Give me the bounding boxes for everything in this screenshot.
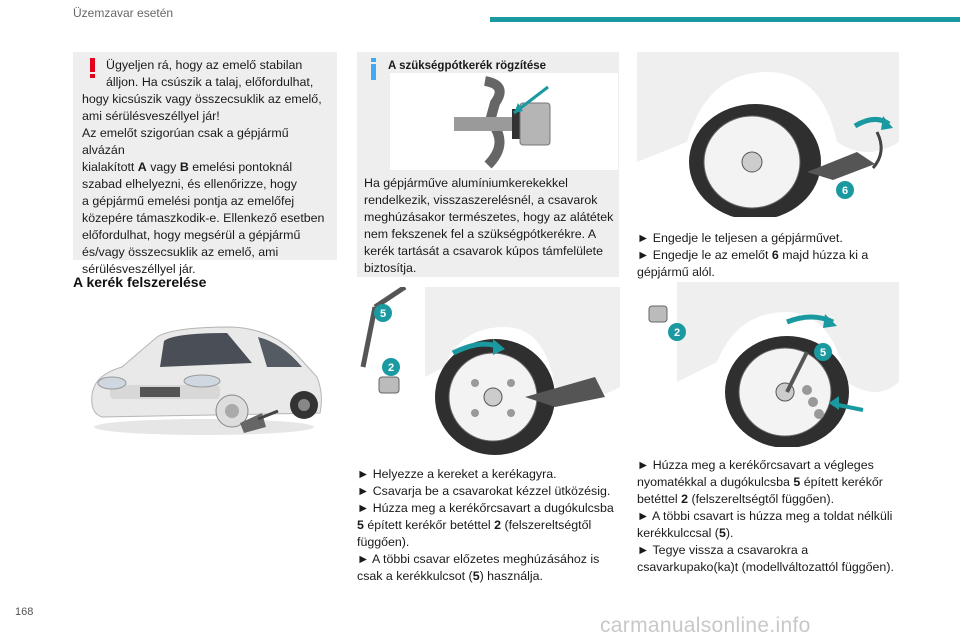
info-box-title: A szükségpótkerék rögzítése — [388, 60, 547, 72]
warning-line: kialakított A vagy B emelési pontoknál — [82, 160, 293, 174]
ref-number: 6 — [771, 248, 779, 262]
step-item: ► Engedje le az emelőt 6 majd húzza ki a — [637, 247, 907, 264]
step-item: ► Engedje le teljesen a gépjárművet. — [637, 231, 843, 245]
warning-text: Ügyeljen rá, hogy az emelő stabilan állj… — [82, 57, 334, 278]
step-item: ► A többi csavar előzetes meghúzásához i… — [357, 552, 600, 566]
warning-line: és/vagy összecsuklik az emelő, ami — [82, 245, 279, 259]
step-text: majd húzza ki a — [778, 248, 869, 262]
step-item: kerékkulccsal (5). — [637, 525, 912, 542]
callout-2: 2 — [674, 327, 680, 339]
info-paragraph: Ha gépjárműve alumíniumkerekekkel rendel… — [364, 176, 614, 275]
ref-number: 5 — [472, 569, 480, 583]
warning-line: előfordulhat, hogy megsérül a gépjármű — [82, 228, 301, 242]
warning-line: szabad elhelyezni, és ellenőrizze, hogy — [82, 177, 297, 191]
watermark: carmanualsonline.info — [600, 614, 811, 637]
step-text: épített kerékőr — [800, 475, 883, 489]
col3-bottom-steps: ► Húzza meg a kerékőrcsavart a végleges … — [637, 457, 912, 576]
warning-line: közepére támaszkodik-e. Ellenkező esetbe… — [82, 211, 325, 225]
wheel-mounting-illustration: 5 2 — [360, 287, 620, 455]
step-text: ) használja. — [479, 569, 543, 583]
step-item: ► Helyezze a kereket a kerékagyra. — [357, 467, 557, 481]
ref-number: 5 — [793, 475, 801, 489]
warning-line: Az emelőt szigorúan csak a gépjármű alvá… — [82, 126, 289, 157]
warning-icon — [90, 58, 95, 78]
step-text: ► Engedje le az emelőt — [637, 248, 772, 262]
step-item: nyomatékkal a dugókulcsba 5 épített keré… — [637, 474, 912, 491]
final-tightening-illustration: 2 5 — [648, 282, 899, 447]
info-box-text: Ha gépjárműve alumíniumkerekekkel rendel… — [364, 175, 614, 277]
callout-2: 2 — [388, 362, 394, 374]
callout-5: 5 — [380, 308, 386, 320]
step-item: ► Csavarja be a csavarokat kézzel ütközé… — [357, 484, 611, 498]
header-accent-bar — [490, 17, 960, 22]
running-header: Üzemzavar esetén — [73, 6, 174, 20]
step-text: betéttel — [637, 492, 682, 506]
warning-box — [73, 52, 337, 260]
step-item: ► Húzza meg a kerékőrcsavart a dugókulcs… — [357, 501, 614, 515]
step-item: függően). — [357, 535, 410, 549]
step-item: ► Húzza meg a kerékőrcsavart a végleges — [637, 458, 874, 472]
step-text: csak a kerékkulcsot ( — [357, 569, 473, 583]
step-item: betéttel 2 (felszereltségtől függően). — [637, 491, 912, 508]
step-item: gépjármű alól. — [637, 265, 715, 279]
warning-line: álljon. Ha csúszik a talaj, előfordulhat… — [106, 75, 314, 89]
step-text: ). — [725, 526, 734, 540]
page-number: 168 — [15, 606, 34, 618]
warning-line: hogy kicsúszik vagy összecsuklik az emel… — [82, 92, 322, 106]
step-text: kerékkulccsal ( — [637, 526, 719, 540]
ref-number: 2 — [494, 518, 501, 532]
ref-number: 5 — [357, 518, 364, 532]
step-text: nyomatékkal a dugókulcsba — [637, 475, 794, 489]
car-on-jack-illustration — [91, 326, 322, 435]
step-text: (felszereltségtől függően). — [688, 492, 835, 506]
step-text: épített kerékőr betéttel — [363, 518, 495, 532]
ref-number: 5 — [718, 526, 726, 540]
step-text: (felszereltségtől — [501, 518, 592, 532]
step-item: 5 épített kerékőr betéttel 2 (felszerelt… — [357, 517, 622, 534]
lowering-jack-illustration: 6 — [637, 52, 899, 217]
wheel-bolt-illustration — [390, 73, 618, 170]
section-heading: A kerék felszerelése — [73, 274, 207, 290]
callout-5: 5 — [820, 347, 826, 359]
step-item: ► A többi csavart is húzza meg a toldat … — [637, 509, 893, 523]
step-item: csak a kerékkulcsot (5) használja. — [357, 568, 622, 585]
col3-top-steps: ► Engedje le teljesen a gépjárművet. ► E… — [637, 230, 907, 281]
step-item: ► Tegye vissza a csavarokra a — [637, 543, 809, 557]
callout-6: 6 — [842, 185, 848, 197]
ref-number: 2 — [681, 492, 688, 506]
warning-line: Ügyeljen rá, hogy az emelő stabilan — [106, 58, 303, 72]
warning-line: sérülésveszéllyel jár. — [82, 262, 196, 276]
info-icon — [371, 58, 376, 80]
warning-line: a gépjármű emelési pontja az emelőfej — [82, 194, 295, 208]
col2-steps: ► Helyezze a kereket a kerékagyra. ► Csa… — [357, 466, 622, 585]
warning-line: ami sérülésveszéllyel jár! — [82, 109, 220, 123]
step-item: csavarkupako(ka)t (modellváltozattól füg… — [637, 560, 894, 574]
